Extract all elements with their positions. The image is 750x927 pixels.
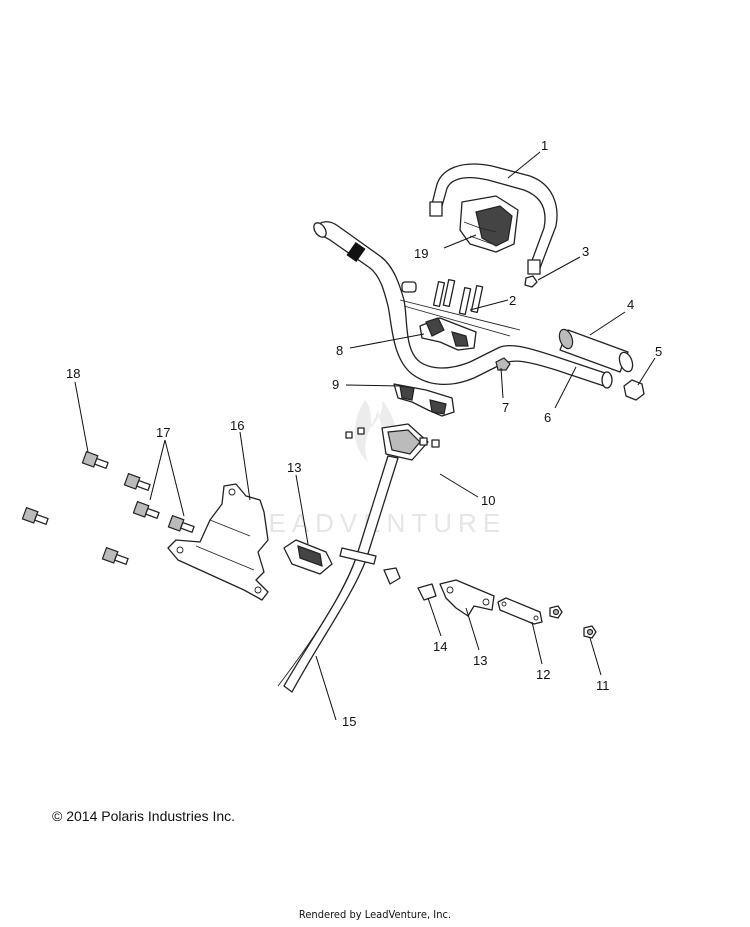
part-end-cap [623,379,645,401]
part-nuts-11 [549,605,597,639]
callout-12: 12 [536,667,550,682]
callout-5: 5 [655,344,662,359]
callout-6: 6 [544,410,551,425]
callout-10: 10 [481,493,495,508]
part-nut-3 [524,275,538,288]
callout-15: 15 [342,714,356,729]
callout-3: 3 [582,244,589,259]
part-steering-post [277,423,429,693]
part-bushings [383,567,437,601]
callout-4: 4 [627,297,634,312]
callout-19: 19 [414,246,428,261]
part-clamp-13-right [439,579,495,617]
part-bolts [432,279,484,315]
leader-lines [74,151,656,721]
part-lower-clamp [393,383,455,417]
callout-18: 18 [66,366,80,381]
callout-8: 8 [336,343,343,358]
part-bolts-17-18 [21,450,195,565]
part-grab-bar [429,163,558,275]
part-nut-7 [495,357,511,371]
watermark-flame-icon [354,400,397,462]
callout-13-left: 13 [287,460,301,475]
part-nuts-10 [419,437,440,448]
callout-labels: 1 2 3 4 5 6 7 8 9 10 11 12 13 13 14 15 1… [66,138,662,729]
callout-1: 1 [541,138,548,153]
callout-11: 11 [596,678,610,693]
callout-7: 7 [502,400,509,415]
callout-13-right: 13 [473,653,487,668]
part-plate [497,597,543,625]
callout-2: 2 [509,293,516,308]
callout-16: 16 [230,418,244,433]
part-pad [459,195,519,253]
rendered-by-footer: Rendered by LeadVenture, Inc. [298,908,452,921]
part-handlebar [313,221,613,389]
copyright-notice: © 2014 Polaris Industries Inc. [52,808,236,824]
callout-9: 9 [332,377,339,392]
part-upper-clamp [419,317,477,351]
part-clamp-13-left [283,539,333,575]
callout-17: 17 [156,425,170,440]
part-grip [558,328,634,373]
part-mount-bracket [167,483,269,601]
callout-14: 14 [433,639,447,654]
